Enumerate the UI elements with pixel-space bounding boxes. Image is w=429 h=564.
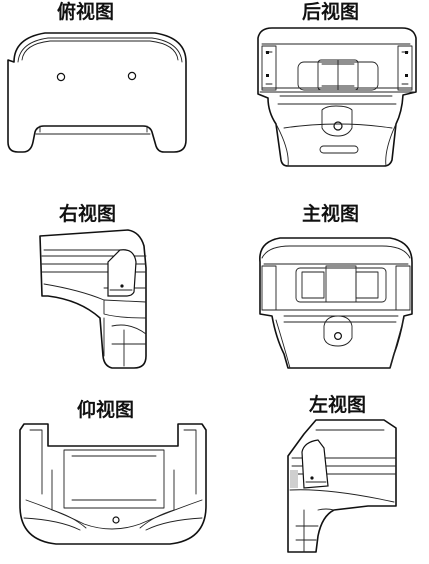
- rear-view-label: 后视图: [302, 1, 360, 23]
- top-view-label: 俯视图: [57, 1, 115, 23]
- front-view-drawing: [259, 237, 413, 369]
- right-view-label: 右视图: [59, 203, 117, 225]
- right-view-drawing: [39, 229, 147, 369]
- rear-view-drawing: [257, 27, 417, 167]
- bottom-view-label: 仰视图: [77, 399, 135, 421]
- left-view-label: 左视图: [309, 394, 367, 416]
- bottom-view-drawing: [19, 423, 207, 545]
- front-view-label: 主视图: [302, 203, 360, 225]
- left-view-drawing: [287, 419, 397, 553]
- top-view-drawing: [7, 32, 187, 153]
